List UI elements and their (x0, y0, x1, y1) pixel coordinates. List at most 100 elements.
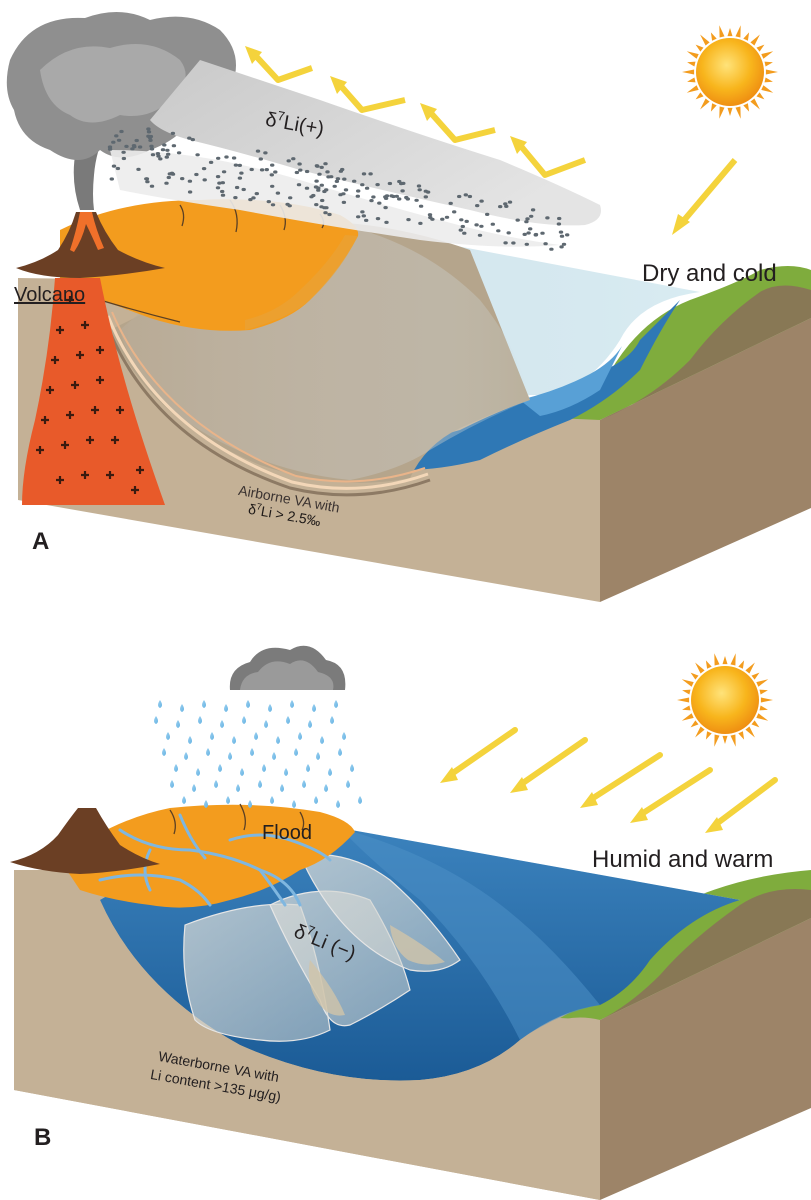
raindrop (192, 784, 196, 792)
ash-particle (320, 198, 325, 203)
ash-particles (107, 127, 570, 251)
sun-ray (745, 726, 755, 738)
ash-particle (249, 167, 254, 172)
ash-particle (356, 215, 361, 219)
raindrop (276, 736, 280, 744)
ash-particle (220, 189, 225, 194)
ash-particle (458, 228, 463, 232)
lava-cross (46, 386, 54, 394)
ash-particle (341, 192, 346, 196)
ash-particle (263, 151, 268, 155)
ash-particle (332, 184, 337, 188)
raindrop (184, 752, 188, 760)
raindrop (314, 796, 318, 804)
ash-particle (134, 138, 139, 143)
ash-particle (417, 188, 422, 192)
lake-water-a (405, 300, 680, 470)
ash-particle (335, 177, 341, 181)
ash-particle (298, 168, 303, 172)
raindrop (214, 780, 218, 788)
hill-ridge-shadow (600, 285, 811, 420)
ash-particle (304, 186, 310, 190)
ash-particle (326, 175, 331, 179)
ash-particle (144, 177, 149, 181)
lava-cross (86, 436, 94, 444)
ash-particle (215, 175, 221, 179)
raindrop (176, 720, 180, 728)
raindrop (206, 748, 210, 756)
ash-particle (241, 187, 246, 192)
raindrop (342, 732, 346, 740)
sun-ray (682, 69, 695, 75)
raindrop (272, 752, 276, 760)
ash-particle (176, 151, 182, 155)
ash-particle (150, 153, 156, 157)
raindrop (226, 796, 230, 804)
ash-particle (364, 218, 369, 222)
ash-particle (304, 169, 310, 174)
sun-ray (700, 34, 710, 46)
ash-particle (296, 183, 302, 187)
ash-particle (556, 222, 562, 226)
sun-ray (743, 103, 750, 112)
raindrop (324, 784, 328, 792)
raindrop (232, 736, 236, 744)
ash-particle (124, 144, 129, 148)
ash-particle (294, 170, 300, 175)
ash-particle (314, 179, 319, 183)
incoming-ray-heads (440, 767, 723, 833)
lava-cross (116, 406, 124, 414)
raindrop (166, 732, 170, 740)
lava-dike (22, 278, 165, 505)
ash-particle (558, 230, 564, 234)
lava-cross (131, 486, 139, 494)
ash-particle (533, 233, 538, 237)
sun-ray (735, 106, 741, 119)
sun-ray (690, 672, 699, 680)
raindrop (242, 716, 246, 724)
sun-ray (681, 679, 694, 687)
ash-particle (515, 218, 520, 222)
ash-particle (490, 222, 495, 226)
ash-particle (170, 131, 176, 135)
lava-cross (106, 471, 114, 479)
raindrop (188, 736, 192, 744)
ash-particle (406, 218, 411, 222)
ash-particle (371, 195, 376, 199)
lava-cross (81, 471, 89, 479)
ash-particle (324, 206, 329, 210)
sun-ray (687, 77, 696, 83)
ash-particle (270, 203, 276, 207)
ash-particle (119, 129, 124, 134)
ash-particle (549, 247, 554, 251)
sun-ray (682, 689, 691, 695)
ash-particle (297, 162, 302, 166)
sun-ray (751, 672, 760, 680)
ash-particle (111, 140, 116, 144)
ash-particle (171, 144, 177, 148)
raindrop (268, 704, 272, 712)
lava-cross (51, 356, 59, 364)
raindrop (334, 700, 338, 708)
ash-particle (220, 193, 226, 197)
soil-block-side (600, 318, 811, 602)
ash-particle (166, 175, 171, 180)
ash-particle (319, 165, 324, 169)
ash-particle (269, 173, 274, 177)
raindrop (224, 704, 228, 712)
flood-fan-cracks (169, 803, 305, 835)
ash-particle (237, 176, 243, 180)
ash-particle (387, 181, 393, 186)
raindrop (250, 748, 254, 756)
ash-particle (405, 197, 410, 201)
raindrop (302, 780, 306, 788)
sun-ray (714, 734, 720, 747)
ash-particle (397, 179, 402, 184)
flood-channels (98, 813, 332, 907)
raindrop (292, 800, 296, 808)
ash-particle (221, 170, 227, 174)
raindrop (162, 748, 166, 756)
waterborne-plume-right (299, 853, 461, 972)
soil-block-side-b (600, 918, 811, 1200)
